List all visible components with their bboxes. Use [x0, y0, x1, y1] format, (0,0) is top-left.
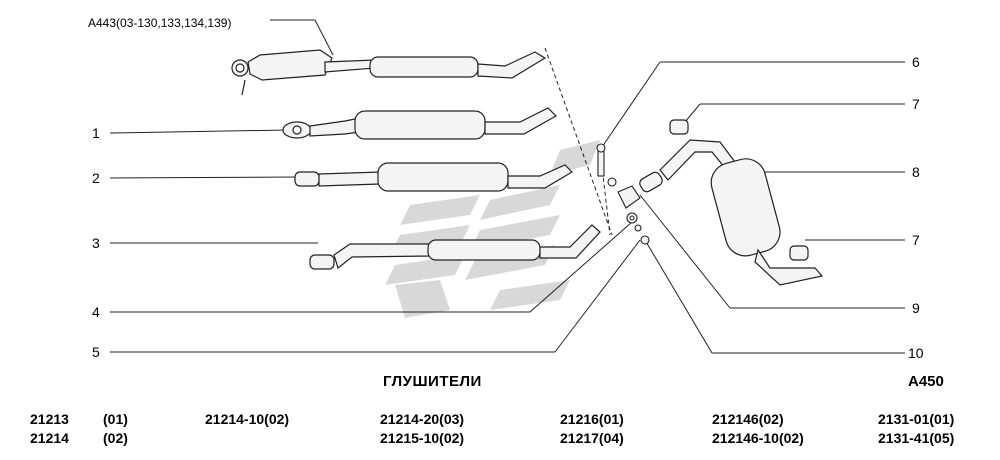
muffler-assembly-2 [294, 162, 573, 192]
model-212146-10: 212146-10(02) [712, 430, 804, 446]
callout-6: 6 [912, 54, 920, 70]
model-21213: 21213 [30, 411, 69, 427]
muffler-assembly-1 [282, 107, 557, 140]
model-21214-20: 21214-20(03) [380, 411, 465, 427]
callout-10: 10 [908, 345, 924, 361]
model-21215-10: 21215-10(02) [380, 430, 465, 446]
callout-7-bottom: 7 [912, 232, 920, 248]
callout-1: 1 [92, 125, 100, 141]
model-21217: 21217(04) [560, 430, 624, 446]
model-212146: 212146(02) [712, 411, 784, 427]
section-title: ГЛУШИТЕЛИ [383, 373, 482, 390]
fasteners-group [596, 143, 650, 245]
clamp-part-7-bottom [789, 245, 809, 261]
callout-8: 8 [912, 164, 920, 180]
callout-5: 5 [92, 344, 100, 360]
callout-9: 9 [912, 300, 920, 316]
model-21213-variant: (01) [103, 411, 128, 427]
nut-part-10 [640, 235, 650, 245]
callout-3: 3 [92, 235, 100, 251]
watermark-logo [385, 140, 600, 318]
callout-7-top: 7 [912, 96, 920, 112]
model-21214-variant: (02) [103, 430, 128, 446]
callout-4: 4 [92, 304, 100, 320]
model-21216: 21216(01) [560, 411, 624, 427]
rear-muffler-assembly [639, 119, 824, 286]
clamp-part-9 [617, 185, 641, 209]
callout-2: 2 [92, 170, 100, 186]
clamp-part-7-top [669, 119, 689, 135]
model-2131-41: 2131-41(05) [878, 430, 955, 446]
muffler-assembly-3 [309, 224, 601, 270]
model-2131-01: 2131-01(01) [878, 411, 955, 427]
page-code: A450 [908, 373, 944, 390]
model-21214-10: 21214-10(02) [205, 411, 290, 427]
reference-label: A443(03-130,133,134,139) [88, 16, 232, 30]
muffler-assembly-top [231, 49, 547, 96]
model-21214: 21214 [30, 430, 69, 446]
